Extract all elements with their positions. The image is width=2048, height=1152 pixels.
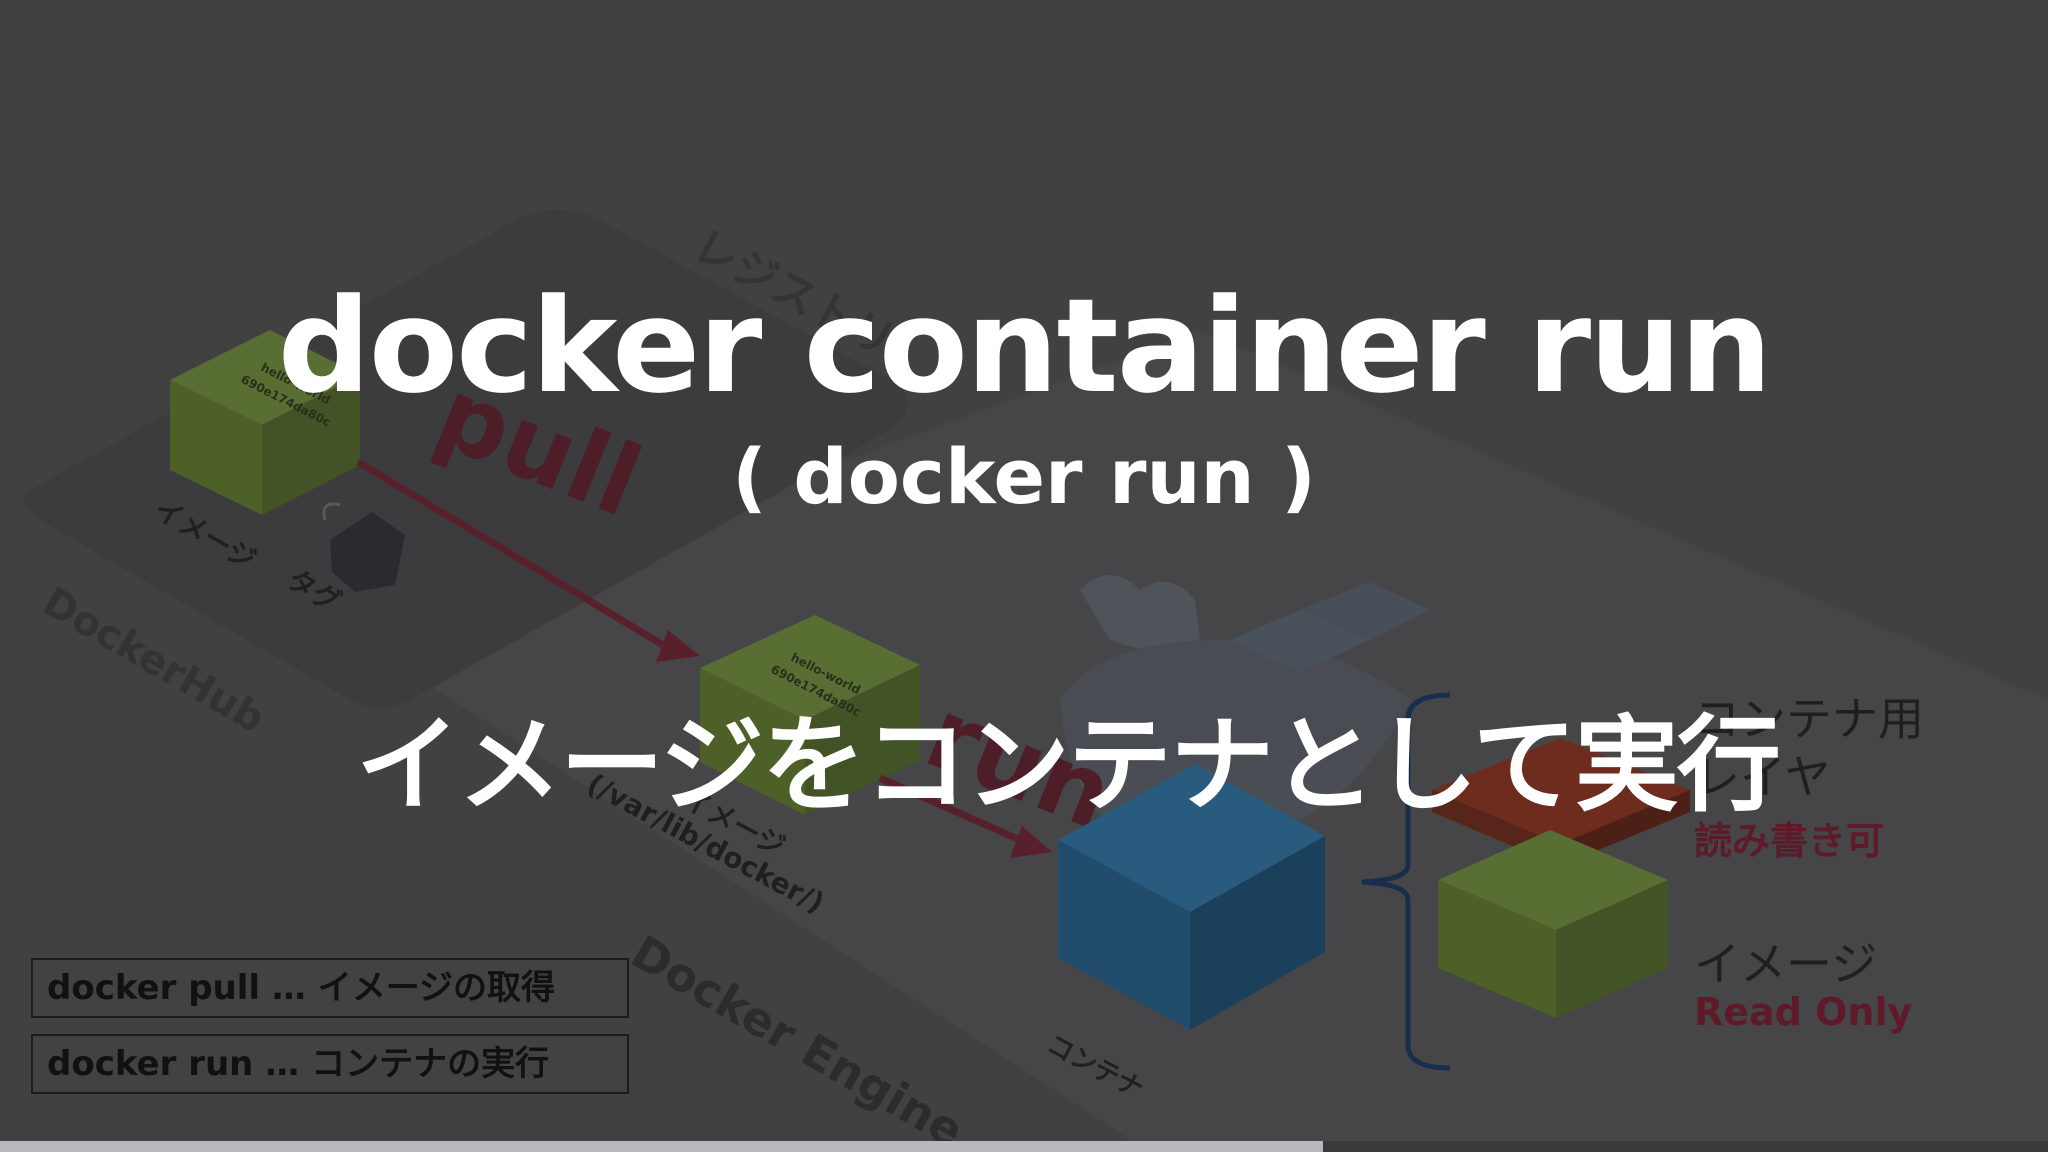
video-progress-bar[interactable] — [0, 1141, 2048, 1152]
docker-pull-command-box: docker pull … イメージの取得 — [31, 958, 629, 1018]
engine-image-cube: hello-world 690e174da80c — [700, 615, 920, 815]
registry-platform — [24, 209, 908, 708]
read-write-label: 読み書き可 — [1694, 819, 1885, 863]
container-layer-line1: コンテナ用 — [1694, 692, 1924, 746]
image-layer-label: イメージ — [1694, 937, 1878, 991]
layer-brace — [1361, 692, 1451, 1071]
tag-icon — [322, 502, 405, 592]
read-only-label: Read Only — [1694, 990, 1913, 1034]
container-cube — [1058, 764, 1325, 1030]
slide-caption: イメージをコンテナとして実行 — [356, 704, 1781, 826]
video-progress-fill — [0, 1141, 1323, 1152]
run-arrow — [878, 774, 1052, 858]
slide-subtitle: ( docker run ) — [732, 432, 1316, 521]
slide-title: docker container run — [277, 270, 1773, 422]
container-layer-line2: レイヤ — [1694, 750, 1831, 804]
docker-run-command-box: docker run … コンテナの実行 — [31, 1034, 629, 1094]
container-layer-label: コンテナ用 レイヤ — [1694, 690, 1924, 806]
registry-image-cube: hello-world 690e174da80c — [170, 330, 360, 515]
image-layer-cube — [1438, 830, 1668, 1018]
pull-arrow — [356, 458, 700, 662]
